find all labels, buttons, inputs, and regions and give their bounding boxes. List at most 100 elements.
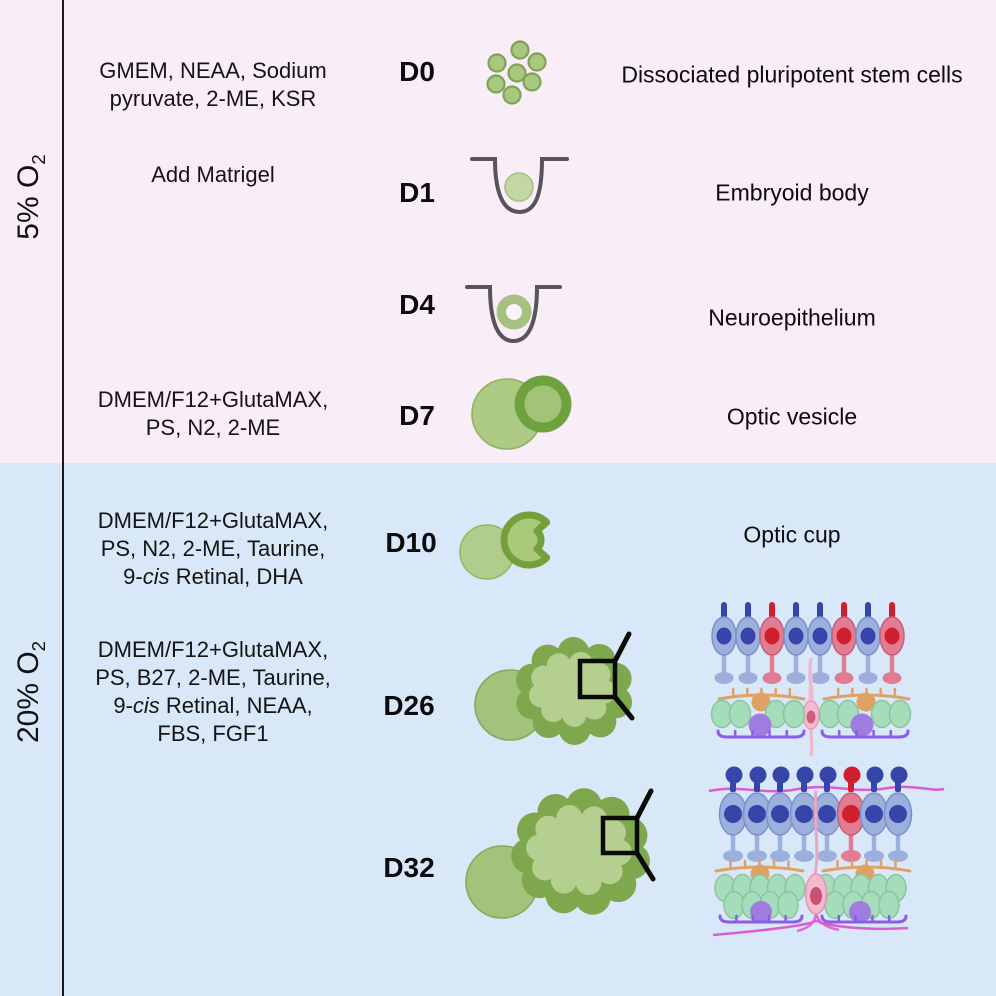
d32-retina-layers-illustration xyxy=(708,766,945,937)
bipolar-cell xyxy=(782,699,806,729)
photoreceptor-foot xyxy=(723,850,743,862)
d0-stem-cells-illustration xyxy=(486,40,547,105)
oxygen-label-20pct: 20% O2 xyxy=(12,641,50,743)
ipl-line xyxy=(716,729,806,739)
amacrine-cell xyxy=(850,713,874,737)
media-text-d26: DMEM/F12+GlutaMAX,PS, B27, 2-ME, Taurine… xyxy=(95,637,331,746)
day-label-d10: D10 xyxy=(385,527,437,558)
organoid-blob-bump xyxy=(528,683,553,708)
organoid-blob-bump xyxy=(550,867,577,894)
photoreceptor-nucleus xyxy=(788,627,804,645)
bipolar-cell xyxy=(777,890,799,920)
muller-glia-fiber xyxy=(813,790,819,875)
stage-label-d7: Optic vesicle xyxy=(726,403,858,430)
photoreceptor-outer-segment-ball xyxy=(725,766,743,784)
day-label-d4: D4 xyxy=(399,289,435,320)
media-text-d10: DMEM/F12+GlutaMAX,PS, N2, 2-ME, Taurine,… xyxy=(97,508,329,589)
stem-cell-dot xyxy=(522,72,542,92)
photoreceptor-nucleus xyxy=(764,627,780,645)
amacrine-cell xyxy=(849,901,871,923)
stem-cell-dot xyxy=(487,53,507,73)
d7-optic-vesicle-illustration xyxy=(471,375,572,450)
day-label-d26: D26 xyxy=(383,690,435,721)
media-text-d7: DMEM/F12+GlutaMAX,PS, N2, 2-ME xyxy=(97,387,329,440)
photoreceptor-nucleus xyxy=(865,805,883,823)
d32-organoid-illustration xyxy=(465,788,656,919)
photoreceptor-foot xyxy=(817,850,837,862)
ipl-line xyxy=(718,914,804,924)
bipolar-cell xyxy=(723,890,745,920)
photoreceptor-foot xyxy=(747,850,767,862)
stage-label-d4: Neuroepithelium xyxy=(708,304,876,331)
day-label-d7: D7 xyxy=(399,400,435,431)
photoreceptor-foot xyxy=(770,850,790,862)
inner-limiting-membrane-line xyxy=(712,919,909,937)
d26-organoid-illustration xyxy=(474,631,635,745)
d1-embryoid-body-well-illustration xyxy=(470,157,569,215)
magnifier-callout-line xyxy=(612,631,632,664)
day-label-d1: D1 xyxy=(399,177,435,208)
photoreceptor-foot xyxy=(864,850,884,862)
photoreceptor-outer-segment xyxy=(769,602,775,620)
magnifier-callout-line xyxy=(634,788,654,821)
organoid-blob-bump xyxy=(591,679,616,704)
well-outline xyxy=(465,285,562,344)
photoreceptor-outer-segment xyxy=(817,602,823,620)
stem-cell-dot xyxy=(502,85,522,105)
oxygen-label-5pct-text: 5% O xyxy=(12,164,45,240)
bipolar-cell xyxy=(728,699,752,729)
photoreceptor-outer-segment xyxy=(889,602,895,620)
oxygen-label-5pct-sub: 2 xyxy=(28,154,49,165)
organoid-blob-bump xyxy=(599,819,626,846)
magnifier-callout-line xyxy=(634,850,656,882)
amacrine-cell xyxy=(750,901,772,923)
bipolar-cell xyxy=(824,890,846,920)
stage-label-d0: Dissociated pluripotent stem cells xyxy=(621,61,963,88)
stage-label-d1: Embryoid body xyxy=(715,179,869,206)
d10-optic-cup-illustration xyxy=(459,511,551,580)
stem-cell-dot xyxy=(510,40,530,60)
photoreceptor-nucleus xyxy=(812,627,828,645)
photoreceptor-nucleus xyxy=(884,627,900,645)
magnifier-callout-box xyxy=(600,815,640,856)
section-divider-line xyxy=(62,0,64,996)
photoreceptor-outer-segment-ball xyxy=(890,766,908,784)
photoreceptor-nucleus xyxy=(748,805,766,823)
outer-limiting-membrane-line xyxy=(708,785,945,793)
oxygen-label-20pct-sub: 2 xyxy=(28,640,49,652)
photoreceptor-nucleus xyxy=(889,805,907,823)
organoid-blob-bump xyxy=(562,702,587,727)
photoreceptor-foot xyxy=(841,850,861,862)
photoreceptor-outer-segment xyxy=(793,602,799,620)
photoreceptor-nucleus xyxy=(724,805,742,823)
photoreceptor-nucleus xyxy=(836,627,852,645)
photoreceptor-nucleus xyxy=(740,627,756,645)
organoid-blob-bump xyxy=(546,653,571,678)
photoreceptor-outer-segment xyxy=(721,602,727,620)
photoreceptor-nucleus xyxy=(818,805,836,823)
organoid-blob-bump xyxy=(535,815,562,842)
photoreceptor-foot xyxy=(810,672,830,684)
media-text-d1: Add Matrigel xyxy=(151,162,275,187)
stage-label-d10: Optic cup xyxy=(743,521,841,548)
photoreceptor-foot xyxy=(786,672,806,684)
d4-neuroepithelium-well-illustration xyxy=(465,285,562,344)
optic-vesicle-inner xyxy=(524,385,562,423)
photoreceptor-outer-segment-ball xyxy=(796,766,814,784)
photoreceptor-outer-segment-ball xyxy=(843,766,861,784)
stem-cell-dot xyxy=(507,63,527,83)
day-label-d32: D32 xyxy=(383,852,435,883)
photoreceptor-foot xyxy=(794,850,814,862)
photoreceptor-foot xyxy=(834,672,854,684)
photoreceptor-foot xyxy=(858,672,878,684)
photoreceptor-outer-segment-ball xyxy=(819,766,837,784)
photoreceptor-outer-segment xyxy=(865,602,871,620)
optic-cup-shape xyxy=(500,511,551,569)
photoreceptor-outer-segment xyxy=(841,602,847,620)
organoid-blob-bump xyxy=(575,869,602,896)
d26-retina-layers-illustration xyxy=(710,602,912,758)
photoreceptor-foot xyxy=(762,672,782,684)
muller-glia-nucleus xyxy=(806,710,816,724)
photoreceptor-nucleus xyxy=(860,627,876,645)
